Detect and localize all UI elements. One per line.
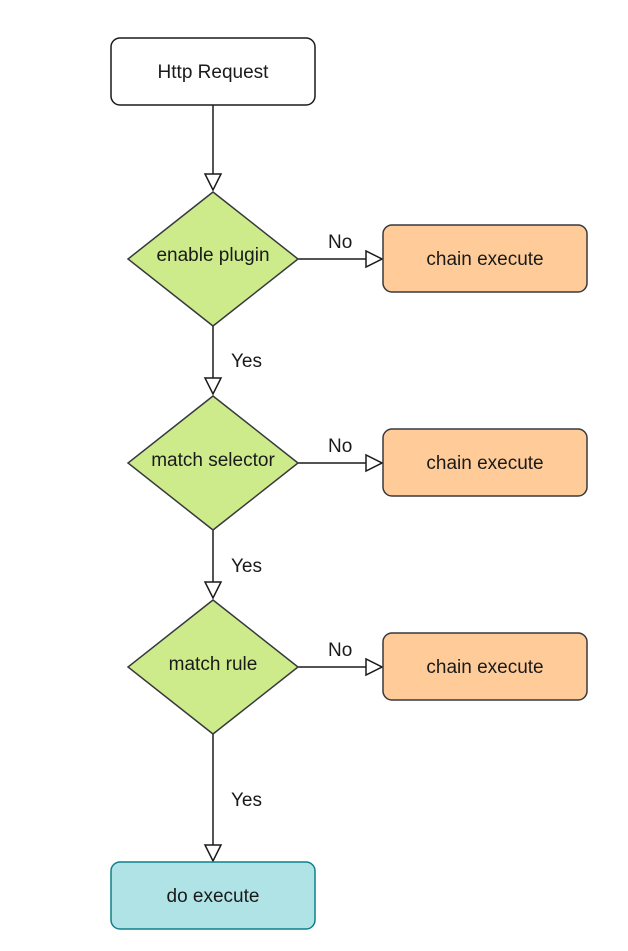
node-chain-execute-1: chain execute [382,224,588,293]
match-rule-label: match rule [169,654,258,675]
node-chain-execute-3: chain execute [382,632,588,701]
edge-match-selector-yes: Yes [203,530,262,600]
edge-label-yes: Yes [231,790,262,811]
edge-enable-plugin-no: No [298,232,384,269]
do-execute-box [110,861,316,930]
edge-label-no: No [328,640,352,661]
chain-execute-label: chain execute [426,453,543,474]
http-request-label: Http Request [158,62,270,83]
http-request-box [110,37,316,106]
edge-request-to-enable-plugin [203,105,223,192]
node-match-rule: match rule [126,599,300,735]
node-enable-plugin: enable plugin [126,191,300,327]
edge-match-rule-no: No [298,640,384,677]
node-do-execute: do execute [110,861,316,930]
node-chain-execute-2: chain execute [382,428,588,497]
edge-label-no: No [328,436,352,457]
chain-execute-box [382,632,588,701]
do-execute-label: do execute [167,886,260,907]
edge-label-no: No [328,232,352,253]
match-rule-diamond [126,599,300,735]
enable-plugin-label: enable plugin [156,245,269,266]
edge-match-selector-no: No [298,436,384,473]
edge-match-rule-yes: Yes [203,734,262,863]
match-selector-label: match selector [151,450,275,471]
chain-execute-box [382,428,588,497]
chain-execute-label: chain execute [426,249,543,270]
match-selector-diamond [126,395,300,531]
chain-execute-box [382,224,588,293]
chain-execute-label: chain execute [426,657,543,678]
node-match-selector: match selector [126,395,300,531]
edge-label-yes: Yes [231,351,262,372]
node-http-request: Http Request [110,37,316,106]
enable-plugin-diamond [126,191,300,327]
edge-enable-plugin-yes: Yes [203,326,262,396]
edge-label-yes: Yes [231,556,262,577]
